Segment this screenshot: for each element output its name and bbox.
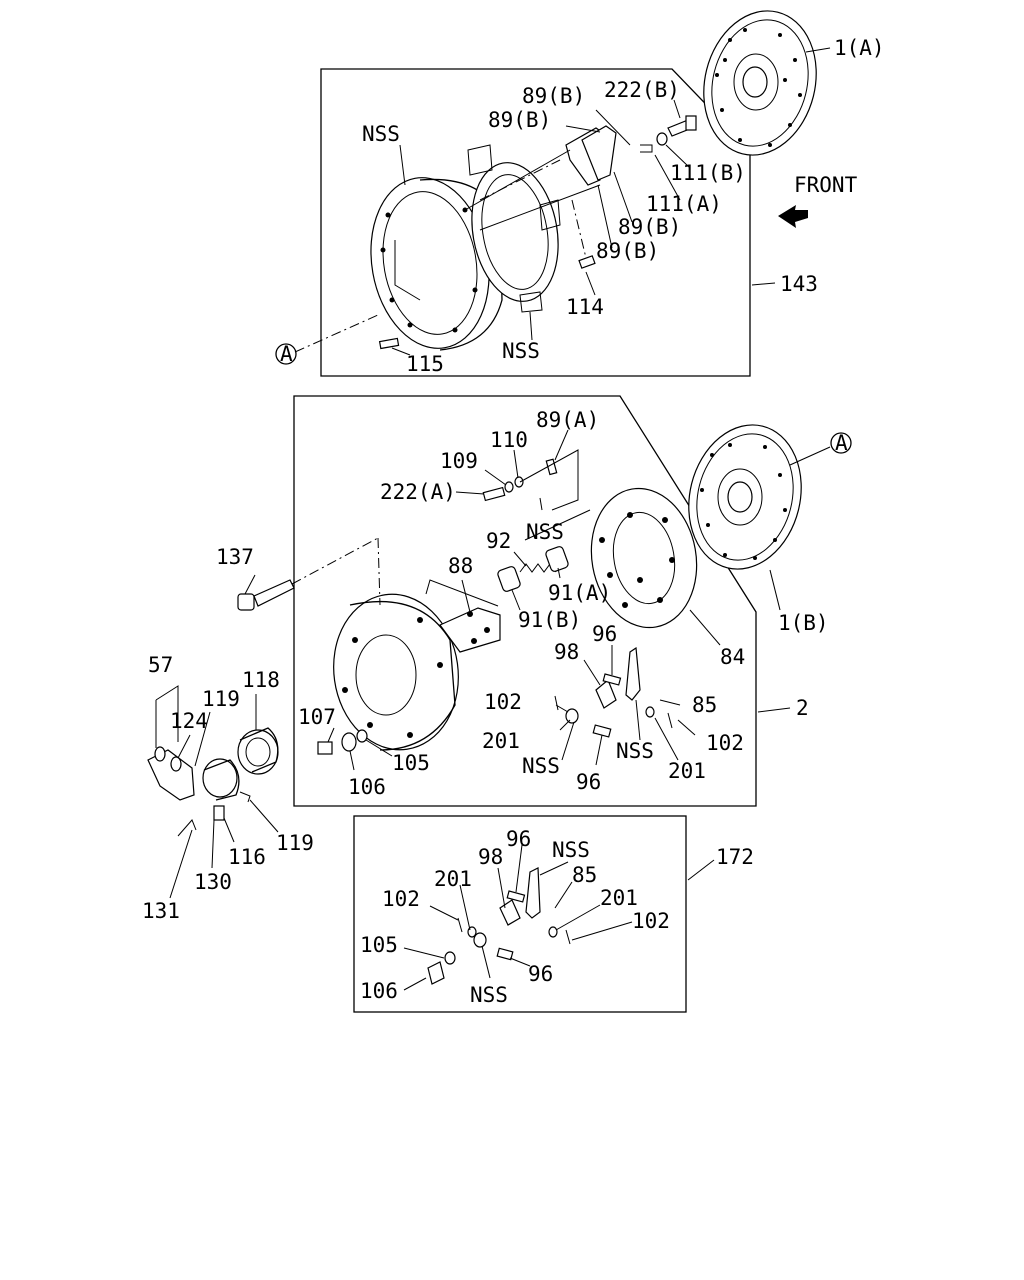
callout-102-d: 102 xyxy=(632,909,670,933)
callout-nss-mid: NSS xyxy=(526,520,564,544)
callout-106-a: 106 xyxy=(348,775,386,799)
clutch-disc-1a xyxy=(703,10,817,156)
clip-111a xyxy=(640,144,653,153)
washer-111b xyxy=(656,132,668,146)
callout-85-a: 85 xyxy=(692,693,717,717)
callout-119-a: 119 xyxy=(202,687,240,711)
bolt-222b xyxy=(667,115,697,137)
circle-a-label-2: A xyxy=(835,431,848,455)
strap-88 xyxy=(439,607,501,653)
callout-102-c: 102 xyxy=(382,887,420,911)
callout-1a: 1(A) xyxy=(834,36,885,60)
callout-201-b: 201 xyxy=(668,759,706,783)
callout-96-a: 96 xyxy=(592,622,617,646)
callout-105-a: 105 xyxy=(392,751,430,775)
callout-109: 109 xyxy=(440,449,478,473)
lever-kit-172 xyxy=(427,867,571,985)
callout-124: 124 xyxy=(170,709,208,733)
group-143-frame xyxy=(320,68,751,377)
callout-96-c: 96 xyxy=(506,827,531,851)
callout-1b: 1(B) xyxy=(778,611,829,635)
callout-96-d: 96 xyxy=(528,962,553,986)
callout-110: 110 xyxy=(490,428,528,452)
release-lever-assembly xyxy=(554,646,673,738)
callout-84: 84 xyxy=(720,645,745,669)
callout-201-a: 201 xyxy=(482,729,520,753)
callout-130: 130 xyxy=(194,870,232,894)
callout-nss-plate: NSS xyxy=(502,339,540,363)
callout-nss-lever-2: NSS xyxy=(522,754,560,778)
bolt-130 xyxy=(213,805,225,821)
callout-89a: 89(A) xyxy=(536,408,599,432)
callout-88: 88 xyxy=(448,554,473,578)
pressure-plate-84 xyxy=(590,487,698,629)
callout-nss-lever: NSS xyxy=(616,739,654,763)
callout-85-b: 85 xyxy=(572,863,597,887)
clip-119-b xyxy=(239,791,251,803)
group-172-frame xyxy=(353,815,687,1013)
sleeve-116 xyxy=(202,758,240,801)
callout-119-b: 119 xyxy=(276,831,314,855)
callout-89b-3: 89(B) xyxy=(618,215,681,239)
callout-118: 118 xyxy=(242,668,280,692)
front-arrow-icon xyxy=(778,205,808,228)
callout-201-d: 201 xyxy=(600,886,638,910)
nut-105 xyxy=(356,729,368,743)
callout-98-a: 98 xyxy=(554,640,579,664)
pin-115 xyxy=(378,337,400,350)
pressure-plate-nss xyxy=(467,144,561,313)
front-label: FRONT xyxy=(794,173,858,197)
bolt-137 xyxy=(237,579,295,611)
circle-a-marker xyxy=(275,343,297,365)
circle-a-marker-2 xyxy=(830,432,852,454)
callout-222b: 222(B) xyxy=(604,78,680,102)
callout-172: 172 xyxy=(716,845,754,869)
callout-89b-1: 89(B) xyxy=(522,84,585,108)
release-bearing-118 xyxy=(237,727,279,775)
callout-116: 116 xyxy=(228,845,266,869)
callout-nss-kit: NSS xyxy=(552,838,590,862)
nut-110 xyxy=(514,476,524,488)
callout-91b: 91(B) xyxy=(518,608,581,632)
callout-91a: 91(A) xyxy=(548,581,611,605)
clutch-disc-1b xyxy=(688,424,802,570)
callout-114: 114 xyxy=(566,295,604,319)
callout-92: 92 xyxy=(486,529,511,553)
callout-111a: 111(A) xyxy=(646,192,722,216)
callout-nss-kit-2: NSS xyxy=(470,983,508,1007)
callout-102-b: 102 xyxy=(706,731,744,755)
callout-nss-top: NSS xyxy=(362,122,400,146)
release-fork-57 xyxy=(147,746,195,801)
cap-91a xyxy=(545,546,569,572)
callout-89b-2: 89(B) xyxy=(488,108,551,132)
bolt-222a xyxy=(482,486,506,502)
callout-102-a: 102 xyxy=(484,690,522,714)
callout-89b-4: 89(B) xyxy=(596,239,659,263)
callout-107: 107 xyxy=(298,705,336,729)
callout-105-b: 105 xyxy=(360,933,398,957)
callout-2: 2 xyxy=(796,696,809,720)
washer-106 xyxy=(341,732,357,752)
clutch-cover-assembly xyxy=(333,593,459,751)
callout-131: 131 xyxy=(142,899,180,923)
callout-98-b: 98 xyxy=(478,845,503,869)
callout-143: 143 xyxy=(780,272,818,296)
group-2-frame xyxy=(293,395,757,807)
callout-137: 137 xyxy=(216,545,254,569)
callout-57: 57 xyxy=(148,653,173,677)
bolt-107 xyxy=(317,741,333,755)
pin-114 xyxy=(578,255,596,269)
callout-201-c: 201 xyxy=(434,867,472,891)
callout-222a: 222(A) xyxy=(380,480,456,504)
washer-109 xyxy=(504,481,514,493)
callout-106-b: 106 xyxy=(360,979,398,1003)
callout-115: 115 xyxy=(406,352,444,376)
strap-set-89b xyxy=(464,125,617,231)
callout-96-b: 96 xyxy=(576,770,601,794)
callout-111b: 111(B) xyxy=(670,161,746,185)
circle-a-label: A xyxy=(280,342,293,366)
cap-91b xyxy=(497,566,521,592)
